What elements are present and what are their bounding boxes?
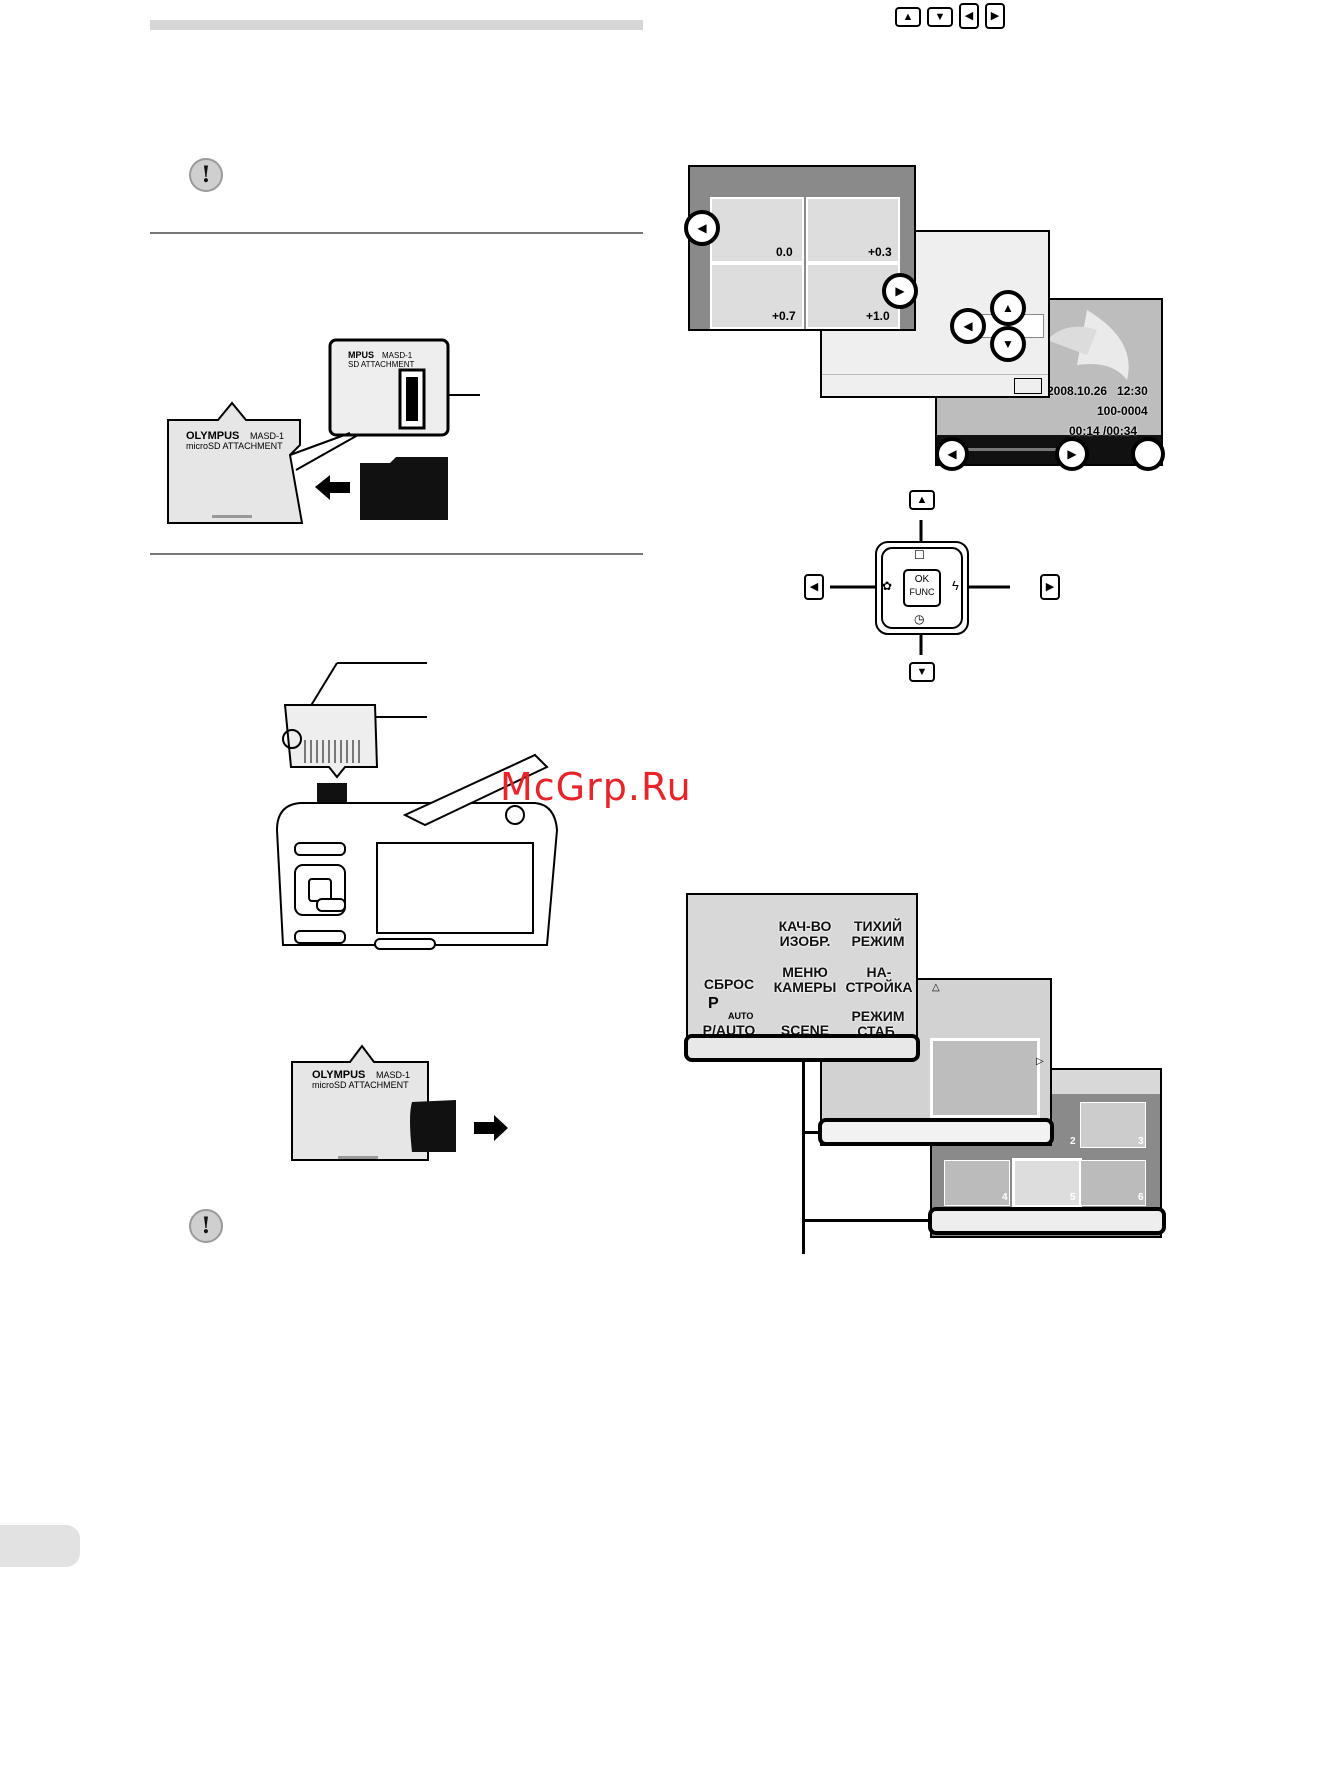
- dpad-up-key: ▲: [909, 490, 935, 510]
- menu-item-image-quality: КАЧ-ВО ИЗОБР.: [778, 918, 832, 949]
- adapter-label-2: microSD ATTACHMENT: [312, 1080, 409, 1090]
- index-num-2: 2: [1070, 1136, 1076, 1147]
- auto-icon: AUTO: [728, 1011, 754, 1021]
- left-arrow-highlight: ◀: [950, 308, 986, 344]
- index-footer-highlight: [928, 1207, 1166, 1235]
- section-divider-2: [150, 553, 643, 555]
- ev-value-1: 0.0: [776, 245, 793, 259]
- footer-ok-box: [1014, 378, 1042, 394]
- index-num-3: 3: [1138, 1136, 1144, 1147]
- index-num-6: 6: [1138, 1192, 1144, 1203]
- up-arrow-highlight: ▲: [990, 290, 1026, 326]
- dpad-left-key: ◀: [804, 574, 824, 600]
- up-key-icon: ▲: [895, 7, 921, 27]
- index-num-5: 5: [1070, 1192, 1076, 1203]
- func-label: FUNC: [909, 587, 935, 597]
- ev-value-2: +0.3: [868, 245, 892, 259]
- callout-vertical-line: [802, 1062, 805, 1254]
- setting-footer: [822, 374, 1048, 397]
- warning-icon-2: !: [189, 1209, 223, 1243]
- section-header-bar: [150, 20, 643, 30]
- adapter-model: MASD-1: [250, 431, 285, 441]
- adapter-model-2: MASD-1: [376, 1070, 411, 1080]
- left-key-icon: ◀: [959, 3, 979, 29]
- menu-item-reset: СБРОС: [703, 976, 755, 992]
- crop-frame: [930, 1038, 1040, 1118]
- ev-value-3: +0.7: [772, 309, 796, 323]
- menu-item-p-auto: P/AUTO: [702, 1022, 756, 1038]
- playback-time: 00:14 /00:34: [1069, 424, 1138, 438]
- page-number-tab: [0, 1525, 80, 1567]
- ev-bracket-screen: 0.0 +0.3 +0.7 +1.0: [688, 165, 916, 331]
- warning-icon: !: [189, 158, 223, 192]
- crop-footer-highlight: [818, 1118, 1054, 1146]
- down-key-icon: ▼: [927, 7, 953, 27]
- p-icon: P: [708, 995, 719, 1012]
- watermark: McGrp.Ru: [500, 765, 692, 809]
- ev-left-highlight: ◀: [684, 210, 720, 246]
- zoom-brand: MPUS: [348, 350, 375, 360]
- zoom-label: SD ATTACHMENT: [348, 360, 415, 369]
- index-num-4: 4: [1002, 1192, 1008, 1203]
- forward-button-highlight: ▶: [1055, 437, 1089, 471]
- adapter-insert-illustration: OLYMPUS MASD-1 microSD ATTACHMENT MPUS M…: [160, 335, 490, 525]
- crop-up-arrow: △: [932, 982, 940, 993]
- dpad-right-key: ▶: [1040, 574, 1060, 600]
- menu-item-camera-menu: МЕНЮ КАМЕРЫ: [773, 964, 837, 995]
- ev-value-4: +1.0: [866, 309, 890, 323]
- index-button-highlight: [1131, 437, 1165, 471]
- ok-label: OK: [914, 574, 930, 585]
- menu-item-scene: SCENE: [780, 1022, 830, 1038]
- callout-line-crop: [802, 1131, 820, 1134]
- down-arrow-highlight: ▼: [990, 326, 1026, 362]
- playback-datetime: 2008.10.26 12:30: [1047, 384, 1148, 398]
- playback-file: 100-0004: [1097, 404, 1148, 418]
- adapter-remove-illustration: OLYMPUS MASD-1 microSD ATTACHMENT: [290, 1040, 520, 1170]
- rewind-button-highlight: ◀: [935, 437, 969, 471]
- ev-grid: 0.0 +0.3 +0.7 +1.0: [710, 197, 900, 329]
- exposure-icon: ☐: [914, 548, 925, 562]
- arrow-pad-diagram: ▲ ▼ ◀ ▶ OK FUNC ☐ ✿ ϟ ◷: [800, 490, 1070, 685]
- callout-line-index: [802, 1219, 930, 1222]
- macro-icon: ✿: [882, 579, 893, 593]
- camera-insert-illustration: [265, 655, 585, 960]
- crop-right-arrow: ▷: [1036, 1056, 1044, 1067]
- adapter-brand-2: OLYMPUS: [312, 1069, 366, 1081]
- dpad-down-key: ▼: [909, 662, 935, 682]
- adapter-brand: OLYMPUS: [186, 430, 240, 442]
- adapter-label: microSD ATTACHMENT: [186, 441, 283, 451]
- self-timer-icon: ◷: [914, 612, 925, 626]
- ev-right-highlight: ▶: [882, 273, 918, 309]
- section-divider-1: [150, 232, 643, 234]
- menu-footer-highlight: [684, 1034, 920, 1062]
- menu-item-silent-mode: ТИХИЙ РЕЖИМ: [851, 918, 905, 949]
- zoom-model: MASD-1: [382, 351, 413, 360]
- menu-item-setup: НА- СТРОЙКА: [845, 964, 913, 995]
- flash-icon: ϟ: [952, 578, 959, 593]
- right-key-icon: ▶: [985, 3, 1005, 29]
